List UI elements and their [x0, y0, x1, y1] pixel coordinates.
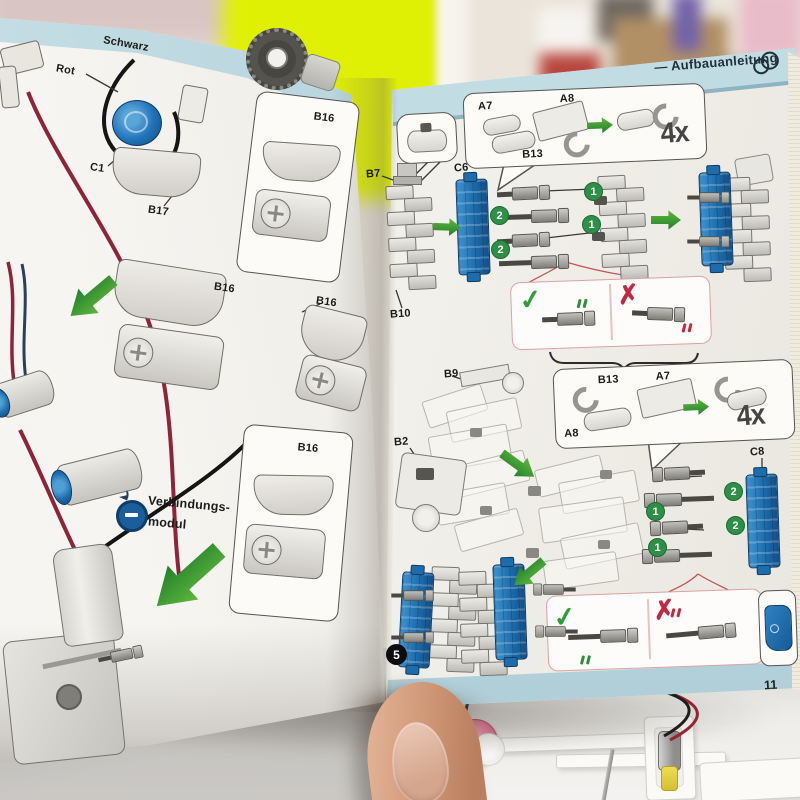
label-b2: B2	[393, 435, 409, 449]
gear-knob	[56, 684, 82, 710]
minus-module-icon	[116, 500, 148, 532]
label-c6: C6	[453, 161, 469, 175]
connector-pin	[420, 122, 432, 133]
part-b10-crankshaft	[385, 184, 437, 291]
engine-peg	[526, 548, 539, 558]
crankshaft-part	[597, 174, 649, 281]
cable-connector	[391, 631, 434, 644]
quantity-badge: 1	[584, 182, 603, 201]
cable-connector	[496, 184, 551, 203]
plate-part	[636, 377, 698, 420]
detail-callout-box: B16	[235, 90, 361, 284]
detail-callout-box: B16	[227, 423, 355, 623]
motor-part	[242, 523, 327, 580]
connector-detail	[406, 128, 448, 154]
housing-part	[260, 140, 342, 184]
engine-peg	[598, 540, 610, 549]
motor-hub	[121, 335, 156, 370]
cable-connector	[687, 191, 730, 204]
cable-connector	[568, 627, 639, 645]
connector-stud	[592, 232, 605, 241]
cable-connector	[498, 207, 570, 225]
label-a8: A8	[563, 427, 579, 440]
correct-ticks-icon	[575, 295, 588, 313]
cable-connector	[542, 310, 596, 328]
divider	[646, 599, 651, 660]
label-a7: A7	[477, 100, 493, 113]
cross-icon: ✗	[615, 278, 641, 311]
part-c6-blue-strip	[455, 178, 491, 276]
molecule-icon	[752, 51, 777, 75]
background-purple-pens	[673, 0, 701, 51]
background-pink-object	[740, 0, 800, 58]
check-icon: ✓	[517, 283, 545, 317]
orientation-check-box: ✓ ✗	[545, 588, 765, 672]
engine-peg	[470, 428, 482, 437]
quantity-badge: 1	[582, 215, 601, 234]
engine-peg	[528, 486, 541, 496]
blue-part-detail	[764, 604, 793, 652]
cable-connector	[666, 622, 737, 643]
label-c8: C8	[749, 445, 765, 459]
orientation-check-box: ✓ ✗	[509, 275, 713, 351]
assembled-blue-strip	[698, 171, 734, 267]
motor-hub	[302, 362, 339, 399]
motor-hub	[250, 533, 283, 567]
engine-peg	[600, 470, 612, 479]
cylinder-part	[615, 107, 657, 133]
quantity-badge: 2	[491, 240, 510, 259]
label-c1: C1	[89, 161, 106, 175]
quantity-4x: 4x	[735, 398, 766, 433]
green-arrow-icon	[587, 116, 614, 135]
label-b10: B10	[389, 307, 412, 321]
part-c8-blue-strip	[745, 473, 781, 569]
label-b7: B7	[365, 167, 381, 181]
connector-stud	[594, 196, 607, 205]
cable-connector	[651, 465, 706, 483]
wrong-ticks-icon	[669, 604, 682, 622]
kit-yellow-coupling	[661, 766, 678, 791]
label-b16: B16	[312, 110, 336, 125]
kit-frame-piece	[699, 757, 800, 800]
label-a7: A7	[655, 370, 671, 383]
quantity-4x: 4x	[659, 116, 690, 151]
label-b13: B13	[597, 373, 619, 387]
part-b7-flange	[393, 176, 422, 185]
background-white-box	[538, 8, 590, 54]
label-b9: B9	[443, 367, 459, 381]
page-number: 11	[763, 677, 778, 693]
part-b2-hub	[412, 504, 440, 532]
side-detail-callout	[757, 589, 799, 667]
cable-connector	[535, 625, 578, 638]
step-badge: 5	[386, 644, 407, 665]
small-detail-callout	[395, 111, 459, 165]
cable-connector	[649, 519, 704, 537]
label-b16: B16	[297, 441, 319, 456]
label-b13: B13	[521, 147, 544, 161]
quantity-badge: 1	[648, 538, 667, 557]
quantity-badge: 2	[490, 206, 509, 225]
part-b2-insert	[416, 468, 434, 480]
callout-top-box: A7 A8 B13 4x	[462, 82, 708, 170]
motor-part	[250, 187, 333, 243]
cable-connector	[687, 235, 730, 248]
quantity-badge: 2	[724, 482, 743, 501]
cable-connector	[533, 583, 576, 596]
cable-connector	[391, 589, 434, 602]
cable-connector	[498, 253, 570, 271]
engine-peg	[480, 506, 492, 515]
tire-hub	[266, 47, 288, 69]
label-a8: A8	[559, 92, 575, 106]
callout-mid-box: B13 A7 A8 4x	[552, 358, 796, 450]
motor-hub	[258, 196, 293, 231]
part-b9-hub	[502, 372, 524, 394]
part-c1-blue-knob	[112, 100, 162, 146]
divider	[608, 284, 613, 341]
housing-part	[253, 474, 334, 516]
wrong-ticks-icon	[680, 319, 693, 337]
quantity-badge: 1	[646, 502, 665, 521]
correct-ticks-icon	[579, 651, 592, 669]
quantity-badge: 2	[726, 516, 745, 535]
